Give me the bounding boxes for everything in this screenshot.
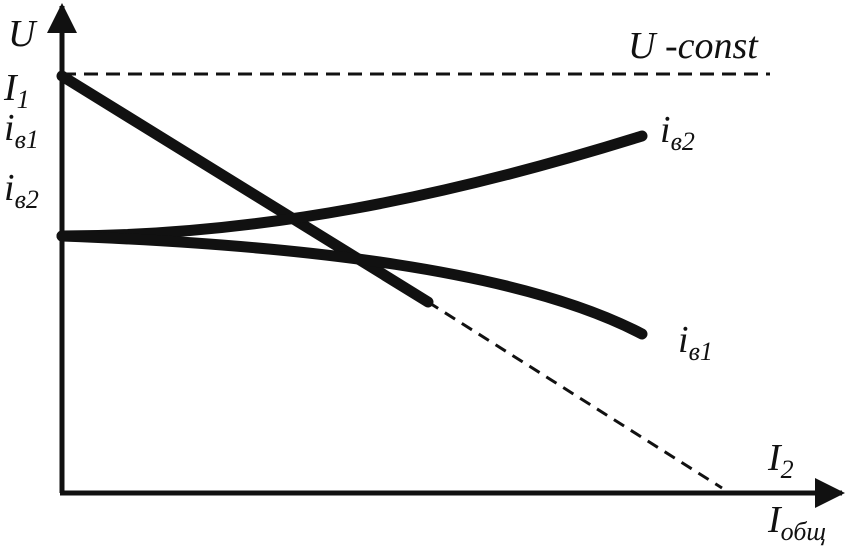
label-iv2-curve: iв2 [660,109,695,156]
y-axis-label: U [8,13,38,55]
label-iv2-left: iв2 [4,167,39,214]
x-axis-label: Iобщ [767,499,826,546]
total-current-line-dashed [427,300,723,490]
iv2-curve [56,130,648,242]
total-current-line-solid [56,70,434,308]
label-u-const: U -const [628,25,759,67]
iv1-curve [56,230,648,340]
label-iv1-curve: iв1 [678,319,713,366]
label-i1: I1 [3,67,30,114]
label-iv1-left: iв1 [4,107,39,154]
label-i2: I2 [767,437,794,484]
